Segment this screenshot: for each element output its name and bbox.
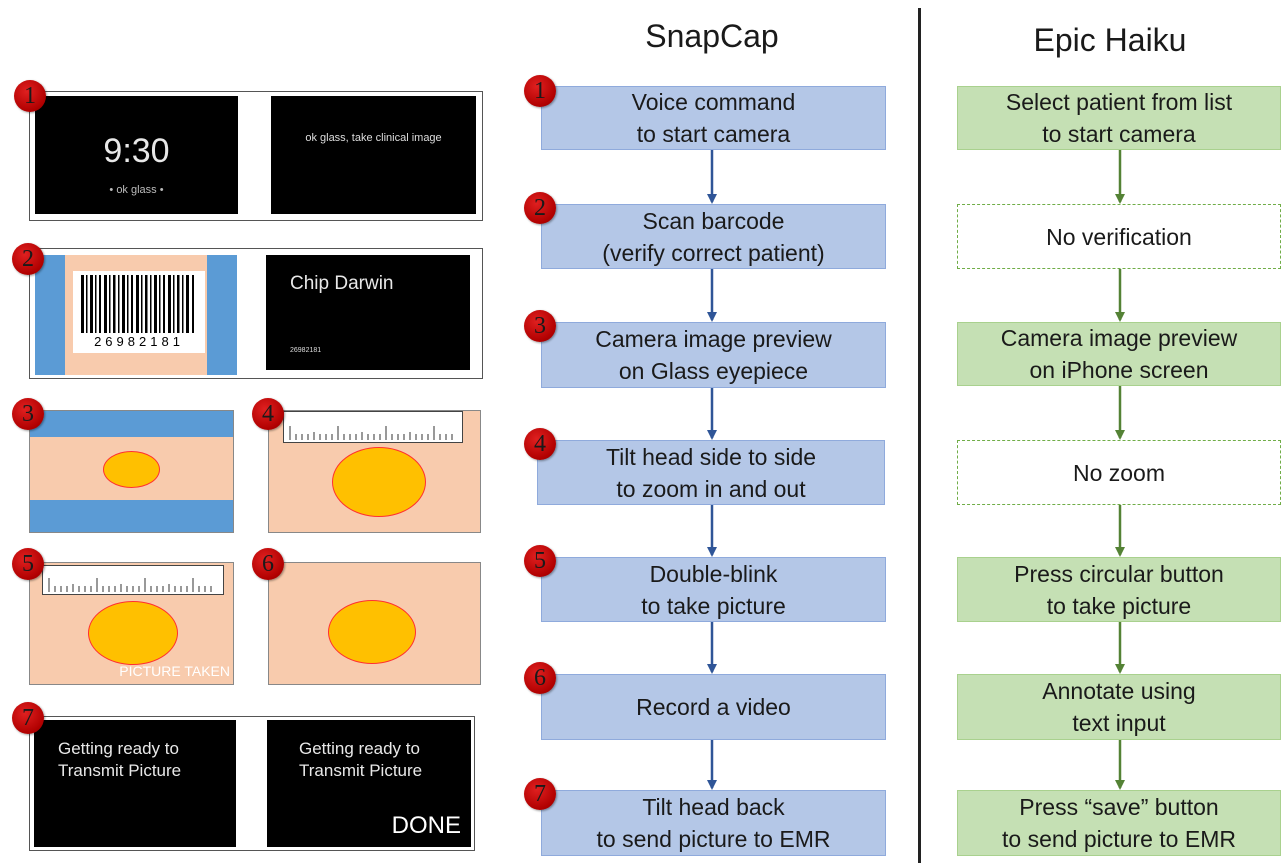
snapcap-step-4: Tilt head side to side to zoom in and ou… xyxy=(537,440,885,505)
snapcap-badge-7: 7 xyxy=(524,778,556,810)
snapcap-badge-3: 3 xyxy=(524,310,556,342)
panel-6-badge: 6 xyxy=(252,548,284,580)
epic-step-3: Camera image preview on iPhone screen xyxy=(957,322,1281,386)
transmit-screen-left: Getting ready to Transmit Picture xyxy=(34,720,236,847)
snapcap-step-6: Record a video xyxy=(541,674,886,740)
clock-text: 9:30 xyxy=(103,132,170,170)
transmit-text-right: Getting ready to Transmit Picture xyxy=(299,739,423,780)
scan-bar-left xyxy=(35,255,65,375)
ruler-ticks-captured xyxy=(48,578,212,592)
patient-id: 26982181 xyxy=(290,347,322,354)
snapcap-title: SnapCap xyxy=(645,18,779,54)
lesion-shape-captured xyxy=(88,601,178,665)
panel-5-captured: PICTURE TAKEN xyxy=(29,562,234,685)
barcode-icon xyxy=(81,275,194,333)
snapcap-badge-4: 4 xyxy=(524,428,556,460)
panel-4-badge: 4 xyxy=(252,398,284,430)
lesion-shape-video xyxy=(328,600,416,664)
panel-7-badge: 7 xyxy=(12,702,44,734)
panel-4-zoom xyxy=(268,410,481,533)
voice-command-text: ok glass, take clinical image xyxy=(305,132,442,144)
epic-haiku-title: Epic Haiku xyxy=(1033,22,1187,58)
snapcap-step-1: Voice command to start camera xyxy=(541,86,886,150)
preview-bar-bottom xyxy=(30,500,233,532)
epic-step-6: Annotate using text input xyxy=(957,674,1281,740)
done-label: DONE xyxy=(391,812,461,839)
panel-2-frame: 26982181 Chip Darwin 26982181 xyxy=(29,248,483,379)
transmit-screen-right: Getting ready to Transmit Picture DONE xyxy=(267,720,471,847)
snapcap-badge-5: 5 xyxy=(524,545,556,577)
panel-1-frame: 9:30 • ok glass • ok glass, take clinica… xyxy=(29,91,483,221)
panel-3-preview xyxy=(29,410,234,533)
snapcap-step-3: Camera image preview on Glass eyepiece xyxy=(541,322,886,388)
barcode-number: 26982181 xyxy=(94,334,184,349)
scan-bar-right xyxy=(207,255,237,375)
panel-1-badge: 1 xyxy=(14,80,46,112)
snapcap-badge-1: 1 xyxy=(524,75,556,107)
glass-home-screen: 9:30 • ok glass • xyxy=(35,96,238,214)
preview-bar-top xyxy=(30,411,233,437)
panel-3-badge: 3 xyxy=(12,398,44,430)
panel-5-badge: 5 xyxy=(12,548,44,580)
glass-command-screen: ok glass, take clinical image xyxy=(271,96,476,214)
panel-6-video xyxy=(268,562,481,685)
epic-step-7: Press “save” button to send picture to E… xyxy=(957,790,1281,856)
epic-step-2: No verification xyxy=(957,204,1281,269)
picture-taken-label: PICTURE TAKEN xyxy=(119,663,230,679)
ok-glass-hint: • ok glass • xyxy=(109,184,164,196)
snapcap-step-5: Double-blink to take picture xyxy=(541,557,886,622)
barcode-scan-view: 26982181 xyxy=(35,255,237,375)
column-divider xyxy=(918,8,921,863)
panel-2-badge: 2 xyxy=(12,243,44,275)
ruler-icon-captured xyxy=(42,565,224,595)
patient-id-screen: Chip Darwin 26982181 xyxy=(266,255,470,370)
epic-step-4: No zoom xyxy=(957,440,1281,505)
snapcap-badge-6: 6 xyxy=(524,662,556,694)
lesion-shape xyxy=(103,451,160,488)
transmit-text-left: Getting ready to Transmit Picture xyxy=(58,739,182,780)
patient-name: Chip Darwin xyxy=(290,273,394,294)
epic-step-1: Select patient from list to start camera xyxy=(957,86,1281,150)
ruler-icon xyxy=(283,411,463,443)
snapcap-step-7: Tilt head back to send picture to EMR xyxy=(541,790,886,856)
epic-step-5: Press circular button to take picture xyxy=(957,557,1281,622)
snapcap-step-2: Scan barcode (verify correct patient) xyxy=(541,204,886,269)
panel-7-frame: Getting ready to Transmit Picture Gettin… xyxy=(29,716,475,851)
barcode-label: 26982181 xyxy=(73,271,205,353)
lesion-shape-zoomed xyxy=(332,447,426,517)
snapcap-badge-2: 2 xyxy=(524,192,556,224)
ruler-ticks xyxy=(289,426,453,440)
